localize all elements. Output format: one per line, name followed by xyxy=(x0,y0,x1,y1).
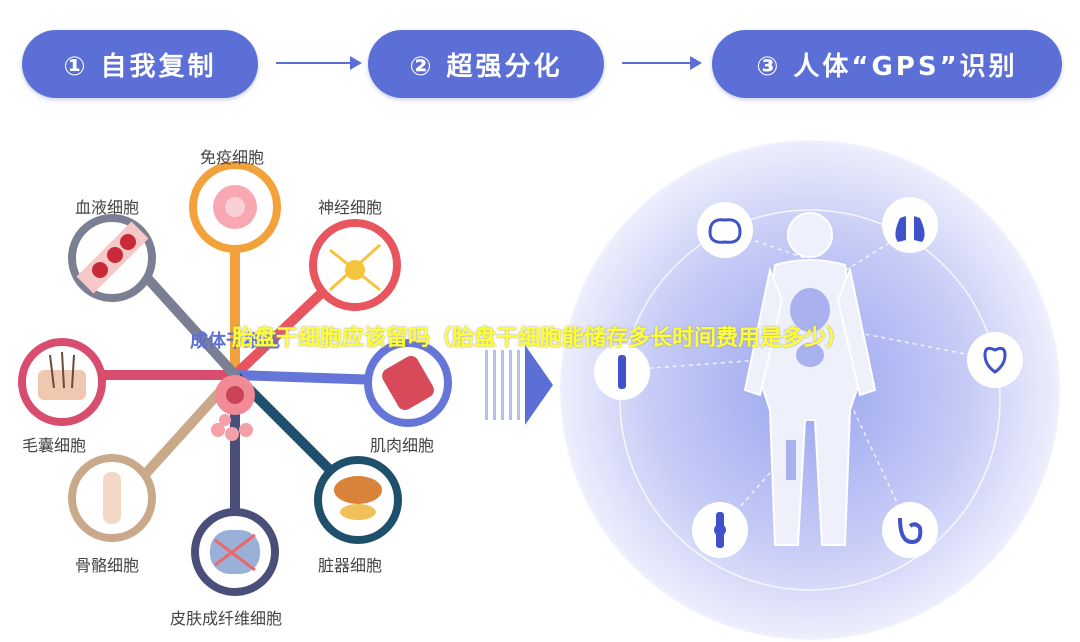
label-muscle: 肌肉细胞 xyxy=(370,436,435,455)
human-body-diagram xyxy=(594,197,1023,591)
bone-icon xyxy=(594,344,650,400)
center-label: 成体干细胞 xyxy=(190,331,280,352)
stem-cell-diagram xyxy=(18,161,452,596)
node-hair xyxy=(18,338,106,426)
node-nerve xyxy=(309,219,401,311)
step-differentiation: ② 超强分化 xyxy=(368,30,604,98)
node-skin xyxy=(191,508,279,596)
node-bone xyxy=(68,454,156,542)
label-blood: 血液细胞 xyxy=(75,198,140,217)
node-immune xyxy=(189,161,281,253)
arrow-1 xyxy=(276,56,362,70)
label-organ: 脏器细胞 xyxy=(318,556,383,575)
step-gps: ③ 人体“GPS”识别 xyxy=(712,30,1062,98)
heart-icon xyxy=(967,332,1023,388)
transition-arrow xyxy=(485,345,553,425)
joint-icon xyxy=(692,502,748,558)
overlay-caption: 胎盘干细胞应该留吗（胎盘干细胞能储存多长时间费用是多少） xyxy=(231,326,848,351)
stomach-icon xyxy=(882,502,938,558)
brain-icon xyxy=(697,202,753,258)
label-nerve: 神经细胞 xyxy=(318,198,383,217)
label-skin: 皮肤成纤维细胞 xyxy=(170,609,283,628)
label-hair: 毛囊细胞 xyxy=(22,436,87,455)
lungs-icon xyxy=(882,197,938,253)
node-blood xyxy=(68,214,156,302)
label-immune: 免疫细胞 xyxy=(200,148,265,167)
arrow-2 xyxy=(622,56,702,70)
step-self-replication: ① 自我复制 xyxy=(22,30,258,98)
node-muscle xyxy=(364,339,452,427)
stem-cell-center: 成体干细胞 xyxy=(165,305,305,445)
node-organ xyxy=(314,456,402,544)
label-bone: 骨骼细胞 xyxy=(75,556,140,575)
